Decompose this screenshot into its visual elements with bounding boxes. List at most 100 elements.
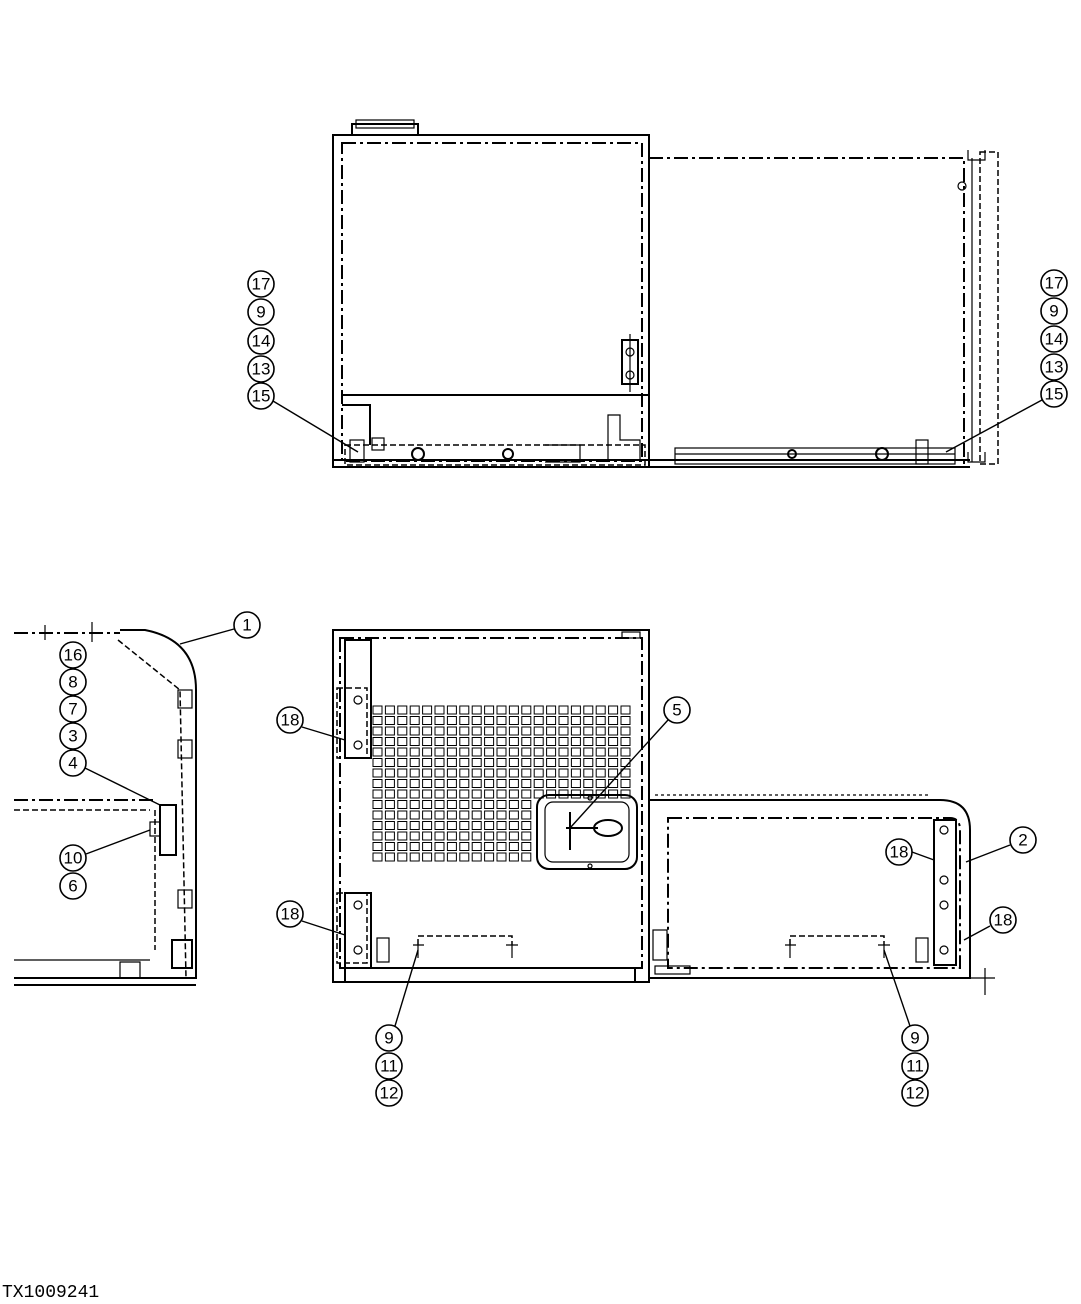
vent-slot (446, 768, 457, 778)
vent-slot (608, 726, 619, 736)
side-callout-group: 1 16 8 7 3 4 10 6 (59, 611, 261, 900)
vent-slot (446, 800, 457, 809)
front-view (332, 629, 995, 995)
vent-slot (409, 852, 420, 862)
vent-slot (608, 768, 619, 778)
vent-slot (595, 779, 606, 788)
vent-slot (384, 768, 395, 778)
vent-slot (459, 831, 470, 841)
vent-slot (409, 726, 420, 736)
vent-slot (508, 758, 519, 767)
vent-slot (484, 842, 495, 851)
vent-slot (446, 810, 457, 820)
vent-slot (471, 789, 482, 799)
vent-slot (533, 789, 544, 799)
vent-slot (484, 810, 495, 820)
leader-1 (179, 628, 235, 645)
vent-slot (484, 800, 495, 809)
vent-slot (409, 747, 420, 757)
vent-slot (583, 779, 594, 788)
vent-slot (508, 821, 519, 830)
callout-18: 18 (276, 706, 304, 734)
vent-slot (496, 768, 507, 778)
vent-slot (546, 705, 557, 715)
svg-text:9: 9 (384, 1029, 393, 1048)
vent-slot (533, 758, 544, 767)
vent-slot (471, 705, 482, 715)
vent-slot (521, 737, 532, 746)
vent-slot (459, 842, 470, 851)
callout-12: 12 (901, 1079, 929, 1107)
vent-slot (397, 737, 408, 746)
vent-slot (546, 779, 557, 788)
callout-16: 16 (59, 641, 87, 669)
vent-slot (422, 737, 433, 746)
leader-9-left (394, 949, 419, 1027)
svg-text:16: 16 (64, 646, 83, 665)
vent-slot (558, 768, 569, 778)
vent-slot (484, 821, 495, 830)
vent-slot (397, 831, 408, 841)
bottom-left-callout-group: 9 11 12 (375, 1024, 403, 1107)
vent-slot (484, 852, 495, 862)
vent-slot (533, 779, 544, 788)
vent-slot (434, 810, 445, 820)
vent-slot (471, 737, 482, 746)
vent-slot (620, 716, 631, 725)
vent-slot (620, 779, 631, 788)
vent-slot (496, 737, 507, 746)
leader-18-a (301, 726, 346, 741)
callout-6: 6 (59, 872, 87, 900)
vent-slot (521, 821, 532, 830)
vent-slot (422, 831, 433, 841)
vent-slot (533, 747, 544, 757)
vent-slot (459, 852, 470, 862)
vent-slot (471, 821, 482, 830)
vent-slot (422, 705, 433, 715)
vent-slot (608, 705, 619, 715)
svg-text:18: 18 (994, 911, 1013, 930)
vent-slot (484, 705, 495, 715)
vent-slot (422, 716, 433, 725)
vent-slot (595, 768, 606, 778)
vent-slot (521, 758, 532, 767)
svg-text:10: 10 (64, 849, 83, 868)
vent-slot (533, 705, 544, 715)
vent-slot (372, 705, 383, 715)
vent-slot (384, 800, 395, 809)
vent-slot (397, 852, 408, 862)
callout-2: 2 (1009, 826, 1037, 854)
vent-slot (446, 747, 457, 757)
vent-slot (546, 758, 557, 767)
vent-slot (496, 726, 507, 736)
vent-slot (409, 842, 420, 851)
vent-slot (570, 705, 581, 715)
leader-15-left (272, 400, 359, 453)
svg-text:2: 2 (1018, 831, 1027, 850)
vent-slot (508, 726, 519, 736)
vent-slot (546, 716, 557, 725)
vent-slot (434, 747, 445, 757)
vent-slot (496, 758, 507, 767)
svg-text:8: 8 (68, 673, 77, 692)
vent-slot (521, 789, 532, 799)
vent-slot (558, 726, 569, 736)
vent-slot (434, 716, 445, 725)
vent-slot (409, 821, 420, 830)
vent-slot (397, 842, 408, 851)
callout-15: 15 (1040, 380, 1068, 408)
vent-slot (570, 779, 581, 788)
vent-slot (384, 726, 395, 736)
vent-slot (446, 737, 457, 746)
vent-slot (397, 821, 408, 830)
vent-slot (409, 779, 420, 788)
vent-slot (558, 747, 569, 757)
callout-4: 4 (59, 749, 87, 777)
figure-id-label: TX1009241 (2, 1283, 100, 1303)
vent-slot (384, 821, 395, 830)
vent-slot (434, 705, 445, 715)
vent-slot (570, 737, 581, 746)
callout-8: 8 (59, 668, 87, 696)
vent-slot (422, 747, 433, 757)
svg-text:17: 17 (252, 275, 271, 294)
